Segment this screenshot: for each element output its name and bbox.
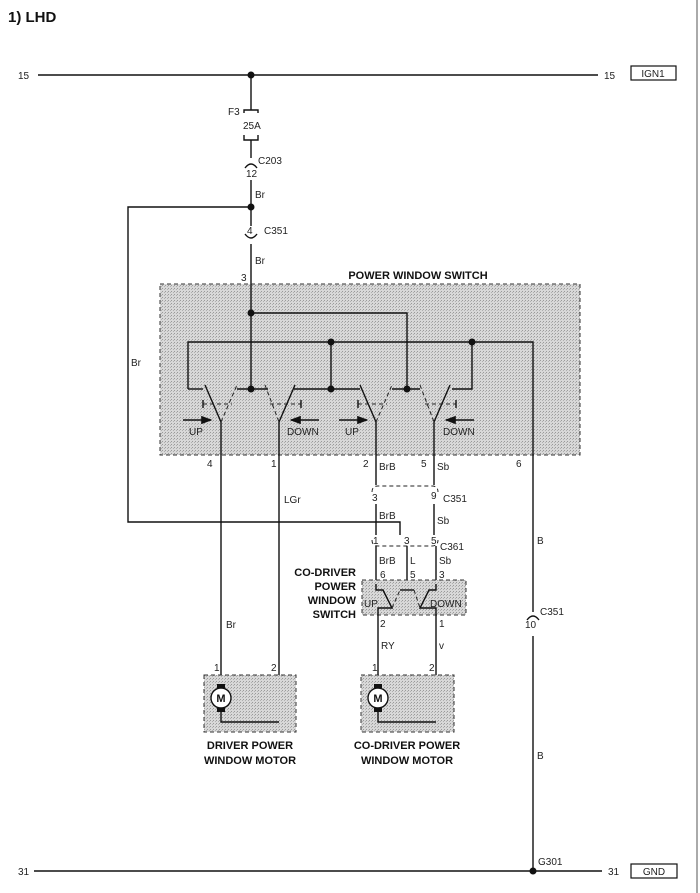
- rail-bottom-left-label: 31: [18, 867, 30, 878]
- wire-label-brb-3: BrB: [379, 556, 396, 567]
- driver-motor-label: DRIVER POWER: [207, 740, 293, 752]
- wire-label-br: Br: [255, 190, 266, 201]
- c361-pin-3: 3: [404, 536, 410, 547]
- driver-motor-pin-2: 2: [271, 663, 277, 674]
- wire-label-l: L: [410, 556, 416, 567]
- connector-cup: [526, 615, 540, 621]
- c351-mid-pin-3: 3: [372, 493, 378, 504]
- fuse-name: F3: [228, 107, 240, 118]
- junction-dot: [529, 867, 537, 875]
- cds-label-line: POWER: [314, 581, 356, 593]
- connector-cup: [244, 163, 258, 169]
- ign1-rail: 15 15 IGN1: [18, 65, 677, 82]
- fuse-symbol-bottom: [243, 135, 259, 141]
- cds-label-line: WINDOW: [308, 595, 357, 607]
- connector-c203: C203 12 Br: [244, 156, 282, 226]
- cds-pin-5: 5: [410, 570, 416, 581]
- c351-mid-name: C351: [443, 494, 467, 505]
- fuse-symbol-top: [243, 109, 259, 113]
- motor-icon: [210, 687, 232, 709]
- cds-pin-2: 2: [380, 619, 386, 630]
- rail-bottom-right-label: 31: [608, 867, 620, 878]
- codriver-motor-pin-1: 1: [372, 663, 378, 674]
- motor-icon: [367, 687, 389, 709]
- codriver-down-label[interactable]: DOWN: [443, 427, 475, 438]
- pws-pin-1: 1: [271, 459, 277, 470]
- codriver-power-window-switch: BrB L Sb 6 5 3 UP DOWN CO-DRIVER POWER W…: [294, 546, 467, 630]
- rail-top-right-label: 15: [604, 71, 616, 82]
- codriver-power-window-motor: 1 2 M CO-DRIVER POWER WINDOW MOTOR: [354, 663, 460, 767]
- motor-symbol: M: [373, 693, 382, 705]
- pws-pin-4: 4: [207, 459, 213, 470]
- codriver-motor-label: CO-DRIVER POWER: [354, 740, 460, 752]
- power-window-switch: POWER WINDOW SWITCH UP DOWN: [159, 270, 581, 470]
- c351-top-name: C351: [264, 226, 288, 237]
- fuse-f3: F3 25A: [228, 75, 261, 158]
- wire-label-br-2: Br: [255, 256, 266, 267]
- cds-housing: [361, 579, 467, 616]
- wire-label-brb-2: BrB: [379, 511, 396, 522]
- wire-label-v: v: [439, 641, 444, 652]
- c361-pin-1: 1: [373, 536, 379, 547]
- cds-pin-1: 1: [439, 619, 445, 630]
- pws-pin-top: 3: [241, 273, 247, 284]
- wire-label-sb-3: Sb: [439, 556, 452, 567]
- connector-c361: 1 3 5 C361: [371, 536, 464, 553]
- ground-name: G301: [538, 857, 563, 868]
- c351-right-pin: 10: [525, 620, 537, 631]
- wire-label-br-3: Br: [226, 620, 237, 631]
- ign1-tag: [630, 65, 677, 81]
- cds-pin-3: 3: [439, 570, 445, 581]
- c361-name: C361: [440, 542, 464, 553]
- c203-name: C203: [258, 156, 282, 167]
- c351-top-pin: 4: [247, 226, 253, 237]
- br-loop-wire: [127, 206, 401, 535]
- ign1-tag-text: IGN1: [641, 69, 665, 80]
- driver-up-label[interactable]: UP: [189, 427, 203, 438]
- c203-pin: 12: [246, 169, 258, 180]
- connector-c351-mid: 3 9 C351: [371, 485, 467, 505]
- fuse-rating: 25A: [243, 121, 261, 132]
- cds-label-line: CO-DRIVER: [294, 567, 356, 579]
- pws-pin-2: 2: [363, 459, 369, 470]
- wire-label-ry: RY: [381, 641, 395, 652]
- rail-top-left-label: 15: [18, 71, 30, 82]
- gnd-tag: [630, 863, 678, 879]
- driver-power-window-motor: 1 2 M DRIVER POWER WINDOW MOTOR: [203, 663, 297, 767]
- pws-pin-5: 5: [421, 459, 427, 470]
- connector-c351-right: C351 10: [525, 607, 564, 631]
- cds-label-line: SWITCH: [313, 609, 356, 621]
- codriver-motor-pin-2: 2: [429, 663, 435, 674]
- c351-mid-pin-9: 9: [431, 491, 437, 502]
- cds-up-label[interactable]: UP: [364, 599, 378, 610]
- diagram-title: 1) LHD: [8, 9, 57, 26]
- connector-cup: [244, 233, 258, 239]
- wire-label-lgr: LGr: [284, 495, 301, 506]
- pws-label: POWER WINDOW SWITCH: [348, 270, 487, 282]
- wire-label-brb: BrB: [379, 462, 396, 473]
- gnd-rail: 31 G301 31 GND: [18, 857, 678, 879]
- pws-housing: [159, 283, 581, 456]
- cds-pin-6: 6: [380, 570, 386, 581]
- driver-down-label[interactable]: DOWN: [287, 427, 319, 438]
- driver-motor-label: WINDOW MOTOR: [204, 755, 296, 767]
- gnd-tag-text: GND: [643, 867, 665, 878]
- c351-right-name: C351: [540, 607, 564, 618]
- wire-label-sb-2: Sb: [437, 516, 450, 527]
- wire-label-b-2: B: [537, 751, 544, 762]
- codriver-motor-label: WINDOW MOTOR: [361, 755, 453, 767]
- driver-motor-pin-1: 1: [214, 663, 220, 674]
- wire-label-b: B: [537, 536, 544, 547]
- codriver-up-label[interactable]: UP: [345, 427, 359, 438]
- wire-label-br-left: Br: [131, 358, 142, 369]
- cds-down-label[interactable]: DOWN: [430, 599, 462, 610]
- wire-label-sb: Sb: [437, 462, 450, 473]
- motor-symbol: M: [216, 693, 225, 705]
- c361-pin-5: 5: [431, 536, 437, 547]
- pws-pin-6: 6: [516, 459, 522, 470]
